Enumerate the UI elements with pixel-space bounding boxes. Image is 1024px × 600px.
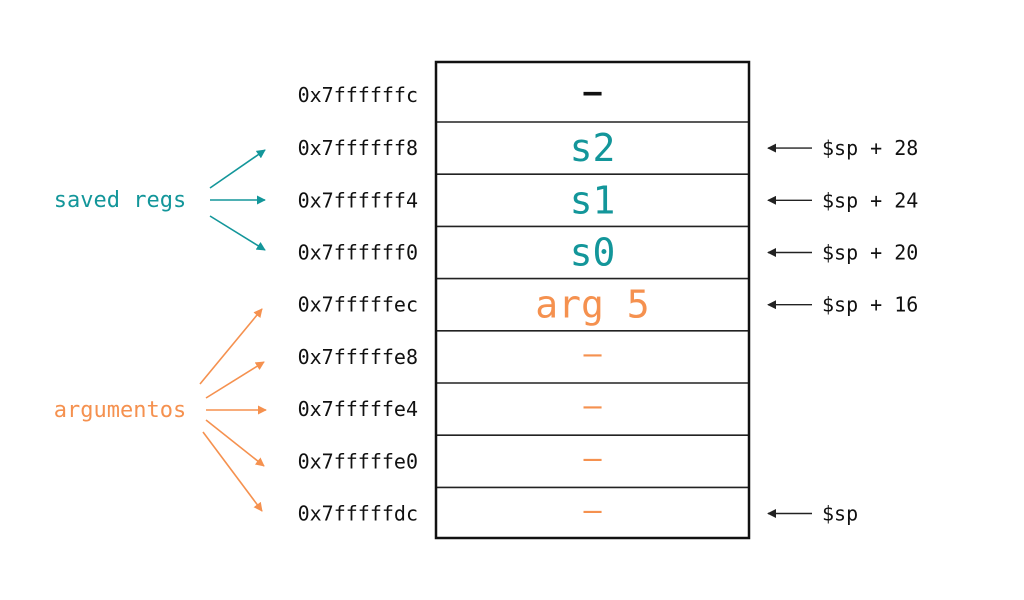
- sp-offset-label: $sp: [822, 502, 858, 526]
- sp-offset-label: $sp + 16: [822, 293, 918, 317]
- argumentos-arrow-ec: [199, 308, 263, 385]
- stack-cell-value: s2: [570, 126, 616, 170]
- saved-regs-arrow-s0: [209, 215, 266, 251]
- stack-cell-value: arg 5: [535, 283, 649, 327]
- stack-cell-value: —: [583, 75, 602, 110]
- argumentos-arrow-e8: [205, 361, 265, 399]
- stack-address: 0x7fffffec: [298, 293, 418, 317]
- stack-address: 0x7fffffe4: [298, 397, 418, 421]
- stack-address: 0x7fffffdc: [298, 502, 418, 526]
- stack-cell-value: –: [583, 494, 602, 529]
- stack-address: 0x7ffffff4: [298, 188, 418, 212]
- saved-regs-label: saved regs: [54, 188, 186, 213]
- stack-cell-value: –: [583, 441, 602, 476]
- argumentos-arrow-dc: [202, 431, 263, 512]
- stack-cell-value: s0: [570, 231, 616, 275]
- stack-cell-value: –: [583, 389, 602, 424]
- saved-regs-arrows: [209, 149, 266, 251]
- stack-address: 0x7ffffff8: [298, 136, 418, 160]
- sp-offset-label: $sp + 24: [822, 188, 918, 212]
- stack-address: 0x7fffffe0: [298, 449, 418, 473]
- stack-rows: 0x7ffffffc — 0x7ffffff8 s2 $sp + 28 0x7ffffff…: [298, 75, 919, 529]
- stack-address: 0x7ffffff0: [298, 241, 418, 265]
- sp-offset-label: $sp + 20: [822, 241, 918, 265]
- stack-cell-value: –: [583, 337, 602, 372]
- argumentos-arrow-e0: [205, 419, 265, 467]
- argumentos-arrows: [199, 308, 267, 512]
- stack-frame: [434, 60, 751, 540]
- saved-regs-arrow-s2: [209, 149, 266, 189]
- sp-offset-label: $sp + 28: [822, 136, 918, 160]
- stack-address: 0x7fffffe8: [298, 345, 418, 369]
- stack-cell-value: s1: [570, 178, 616, 222]
- argumentos-label: argumentos: [54, 398, 186, 423]
- stack-address: 0x7ffffffc: [298, 83, 418, 107]
